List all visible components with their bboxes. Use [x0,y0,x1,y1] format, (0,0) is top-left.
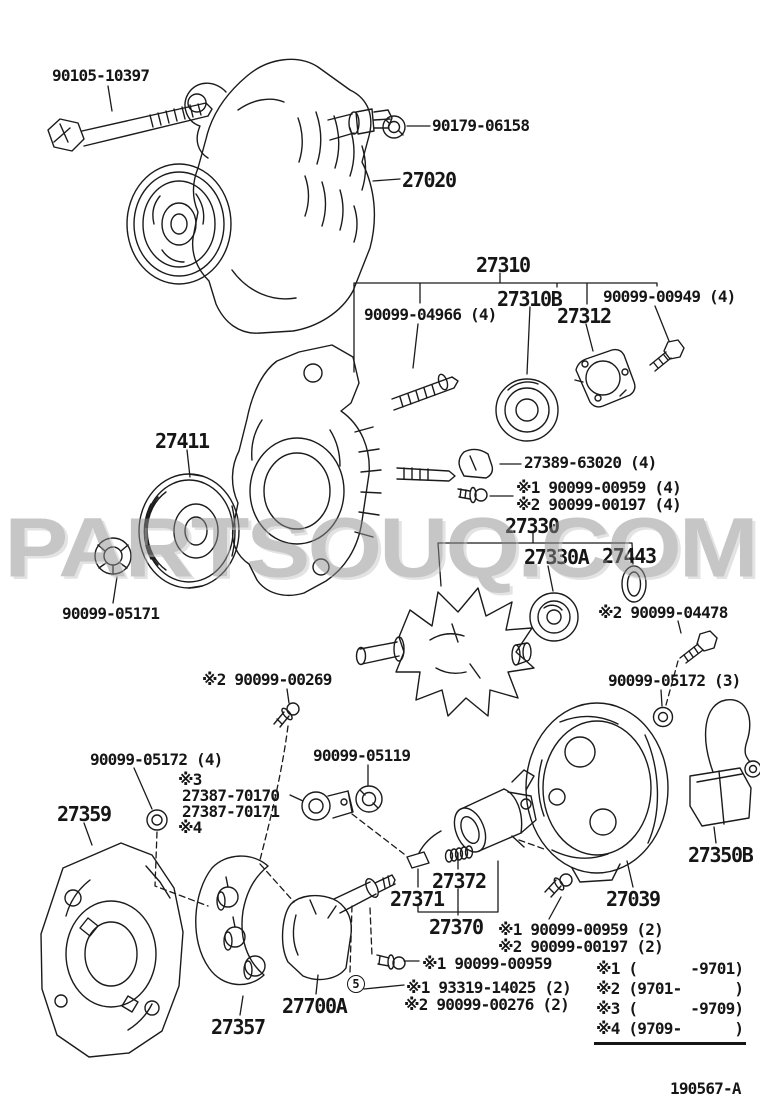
fastener-label-90099-00269: ※2 90099-00269 [202,670,332,689]
fastener-label-90099-05171: 90099-05171 [62,604,160,623]
fastener-label-90099-04966: 90099-04966 (4) [364,305,497,324]
bearing-27310B-drawing [495,378,559,442]
part-label-27700A: 27700A [282,994,348,1018]
legend-row-3: ※3 ( -9709) [596,999,744,1018]
holder-27371-drawing [406,830,442,869]
bolt-90099-04478-drawing [679,630,718,664]
bearing-27330A-drawing [529,592,579,642]
part-label-27411: 27411 [155,429,210,453]
note-label-4: ※4 [178,818,202,837]
fastener-label-93319-14025: ※1 93319-14025 (2) [406,978,572,997]
note-label-3: ※3 [178,770,202,789]
legend-row-2: ※2 (9701- ) [596,979,744,998]
part-label-27387-70170: 27387-70170 [182,786,280,805]
fastener-label-90099-05119: 90099-05119 [313,746,411,765]
ring-27443-drawing [621,565,647,603]
regulator-27387-drawing [301,790,354,821]
part-label-27387-70171: 27387-70171 [182,802,280,821]
holder-27700A-drawing [281,874,396,981]
pulley-27411-drawing [138,473,240,589]
part-label-27310: 27310 [476,253,531,277]
screw-90099-00959-x2-drawing [544,873,573,898]
screw-90099-00959-x4-drawing [457,486,488,504]
rotor-27330-drawing [355,587,535,717]
nut-90179-06158-drawing [382,115,406,139]
fastener-label-90179-06158: 90179-06158 [432,116,530,135]
nut-90099-05172-3-drawing [652,706,674,728]
part-label-27370: 27370 [429,915,484,939]
spring-27372-drawing [444,845,474,863]
part-label-27330A: 27330A [524,545,590,569]
part-label-27389-63020: 27389-63020 (4) [524,453,657,472]
bolt-90105-10397-drawing [47,102,213,152]
part-label-27371: 27371 [390,887,445,911]
legend-row-4: ※4 (9709- ) [596,1019,744,1038]
fastener-label-90099-00197-2: ※2 90099-00197 (2) [498,937,664,956]
retainer-27312-drawing [574,348,636,408]
legend-row-1: ※1 ( -9701) [596,959,744,978]
part-label-27357: 27357 [211,1015,266,1039]
nut-90099-05119-drawing [355,785,383,813]
brush-holder-27350B-drawing [689,699,760,827]
rear-housing-27039-drawing [525,702,669,883]
part-label-27330: 27330 [505,514,560,538]
alternator-assembly-drawing [126,58,393,334]
front-bracket-27310-drawing [231,344,459,597]
part-label-27350B: 27350B [688,843,754,867]
nut-90099-05171-drawing [94,537,132,575]
leader-lines [83,85,717,1016]
end-cover-27359-drawing [40,842,184,1058]
fastener-label-90099-00949: 90099-00949 (4) [603,287,736,306]
fastener-label-90099-00959-4: ※1 90099-00959 (4) [516,478,682,497]
fastener-label-90099-04478: ※2 90099-04478 [598,603,728,622]
fastener-label-90099-00197-4: ※2 90099-00197 (4) [516,495,682,514]
nut-90099-05172-4-drawing [146,809,168,831]
fastener-label-90099-00959-2: ※1 90099-00959 (2) [498,920,664,939]
drawing-number: 190567-A [670,1079,741,1098]
part-label-27039: 27039 [606,887,661,911]
fastener-label-90099-00959: ※1 90099-00959 [422,954,552,973]
fastener-label-90105-10397: 90105-10397 [52,66,150,85]
insulator-27389-63020-drawing [458,448,494,479]
screw-90099-00959-drawing [376,954,406,970]
fastener-label-90099-00276: ※2 90099-00276 (2) [404,995,570,1014]
dashed-assembly-lines [154,660,679,973]
rectifier-27357-drawing [195,855,269,986]
part-label-27372: 27372 [432,869,487,893]
fastener-label-90099-05172-4: 90099-05172 (4) [90,750,223,769]
condenser-27370-drawing [453,769,537,853]
part-label-27443: 27443 [602,544,657,568]
part-label-27359: 27359 [57,802,112,826]
applicability-legend: ※1 ( -9701)※2 (9701- )※3 ( -9709)※4 (970… [594,959,747,1045]
screw-90099-00269-drawing [273,702,300,728]
part-label-27312: 27312 [557,304,612,328]
bolt-90099-00949-drawing [649,339,685,372]
circled-number-callout: 5 [347,975,365,993]
part-label-27020: 27020 [402,168,457,192]
fastener-label-90099-05172-3: 90099-05172 (3) [608,671,741,690]
part-label-27310B: 27310B [497,287,563,311]
